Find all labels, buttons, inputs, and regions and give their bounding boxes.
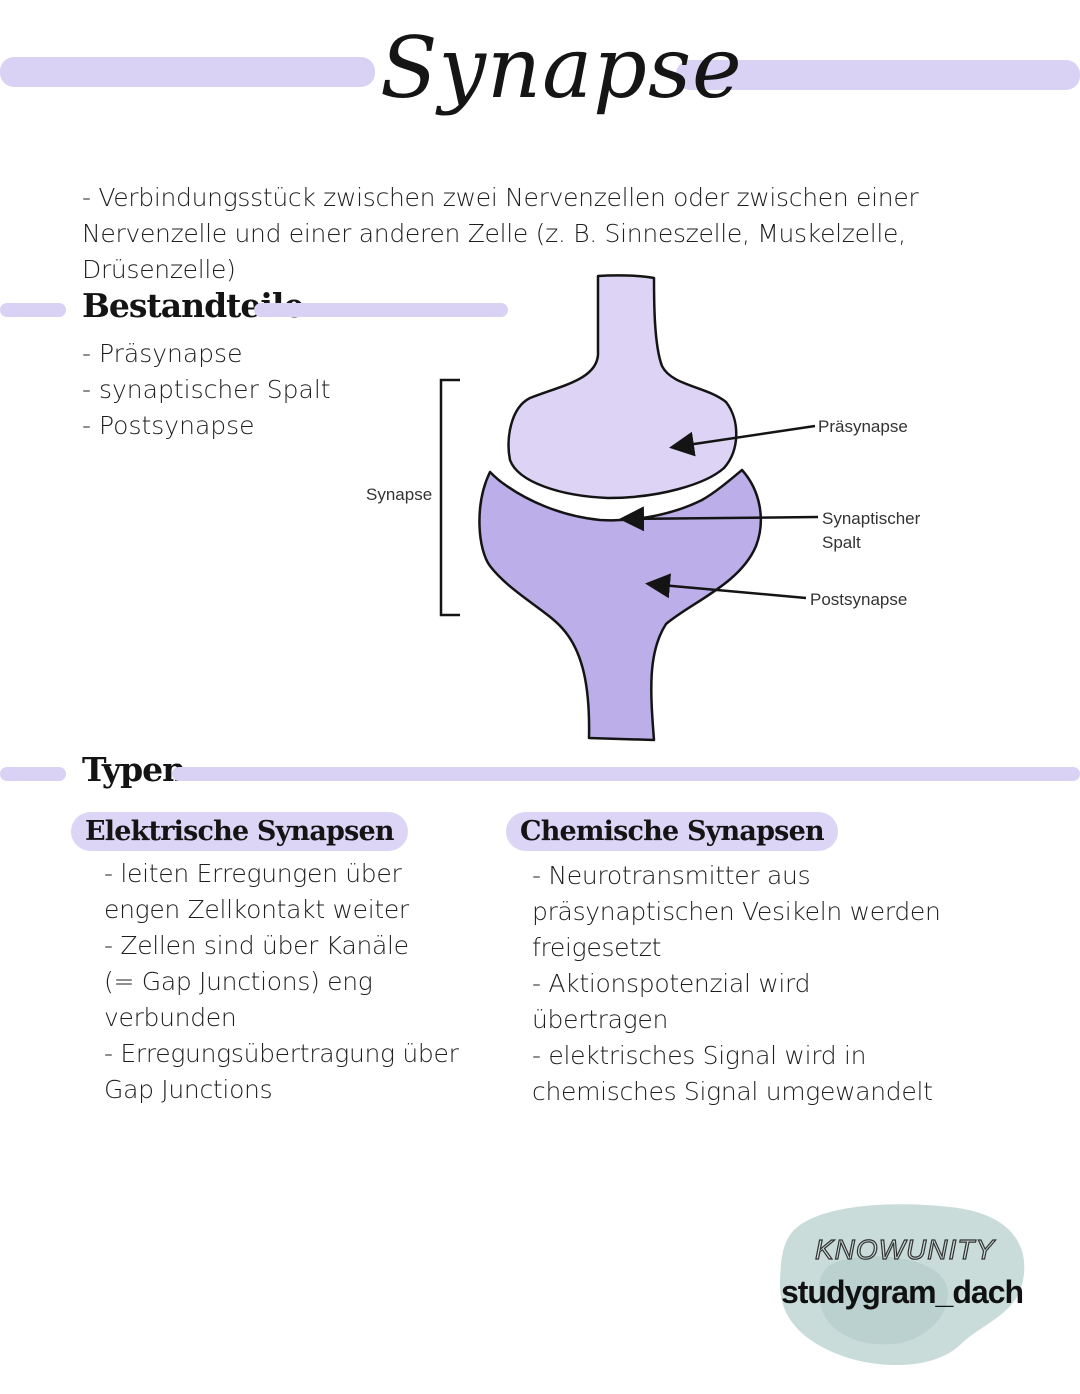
types-heading: Typen <box>82 750 186 789</box>
types-bar-left <box>0 767 66 781</box>
cleft-arrow <box>619 506 819 532</box>
component-item-presynapse: - Präsynapse <box>82 339 243 368</box>
electrical-synapses-title: Elektrische Synapsen <box>71 812 408 851</box>
synapse-bracket <box>439 378 460 617</box>
component-item-cleft: - synaptischer Spalt <box>82 375 331 404</box>
chemical-line: präsynaptischen Vesikeln werden <box>532 897 941 926</box>
label-cleft-line1: Synaptischer <box>822 509 921 528</box>
components-list: - Präsynapse - synaptischer Spalt - Post… <box>82 336 331 444</box>
chemical-line: chemisches Signal umgewandelt <box>532 1077 933 1106</box>
bracket-label: Synapse <box>366 485 432 504</box>
chemical-synapses-text: - Neurotransmitter aus präsynaptischen V… <box>532 858 952 1110</box>
chemical-line: - elektrisches Signal wird in <box>532 1041 867 1070</box>
electrical-line: verbunden <box>104 1003 237 1032</box>
electrical-synapses-text: - leiten Erregungen über engen Zellkonta… <box>104 856 484 1108</box>
postsynapse-arrow <box>645 573 807 600</box>
watermark-blob-inner <box>818 1256 948 1345</box>
label-postsynapse: Postsynapse <box>810 590 907 609</box>
electrical-line: - leiten Erregungen über <box>104 859 402 888</box>
knowunity-watermark: KNOWUNITY studygram_dach <box>779 1204 1025 1366</box>
electrical-line: Gap Junctions <box>104 1075 273 1104</box>
component-item-postsynapse: - Postsynapse <box>82 411 255 440</box>
chemical-synapses-title: Chemische Synapsen <box>506 812 838 851</box>
chemical-line: übertragen <box>532 1005 669 1034</box>
electrical-line: - Erregungsübertragung über <box>104 1039 459 1068</box>
electrical-line: engen Zellkontakt weiter <box>104 895 409 924</box>
definition-text: - Verbindungsstück zwischen zwei Nervenz… <box>82 183 919 284</box>
watermark-brand: KNOWUNITY <box>815 1234 996 1265</box>
electrical-line: (= Gap Junctions) eng <box>104 967 373 996</box>
electrical-line: - Zellen sind über Kanäle <box>104 931 409 960</box>
label-presynapse: Präsynapse <box>818 417 908 436</box>
watermark-user: studygram_dach <box>781 1274 1023 1310</box>
title-bar-right <box>676 60 1080 90</box>
page-title: Synapse <box>380 19 743 117</box>
chemical-line: freigesetzt <box>532 933 662 962</box>
types-bar-right <box>172 767 1080 781</box>
chemical-line: - Aktionspotenzial wird <box>532 969 811 998</box>
label-cleft-line2: Spalt <box>822 533 861 552</box>
chemical-line: - Neurotransmitter aus <box>532 861 811 890</box>
postsynapse-shape <box>478 468 763 742</box>
components-bar-left <box>0 303 66 317</box>
presynapse-arrow <box>669 424 816 457</box>
title-bar-left <box>0 57 375 87</box>
presynapse-shape <box>507 274 738 500</box>
components-bar-right <box>254 303 508 317</box>
